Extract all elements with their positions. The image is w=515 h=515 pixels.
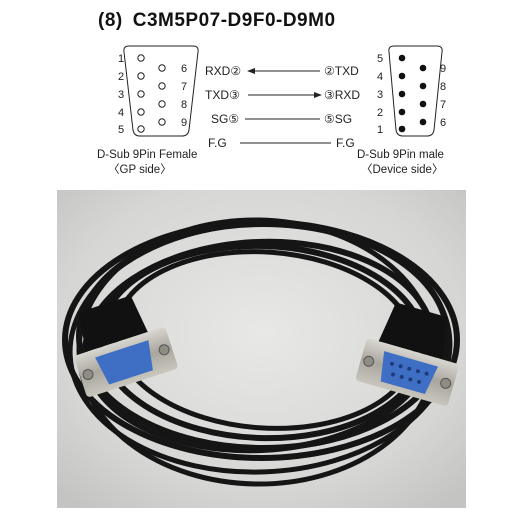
male-blue-insert — [95, 340, 153, 385]
screw-icon — [158, 344, 170, 356]
female-pin-label: 2 — [118, 71, 124, 83]
female-hood — [378, 302, 448, 360]
female-caption-side: 〈GP side〉 — [108, 163, 172, 176]
male-pin-label: 5 — [377, 53, 383, 65]
right-signal-sg: ⑤SG — [324, 112, 352, 126]
page-title: (8) C3M5P07-D9F0-D9M0 — [98, 10, 336, 32]
female-pin-label: 9 — [181, 117, 187, 129]
screw-icon — [82, 369, 94, 381]
right-signal-rxd: ③RXD — [324, 88, 360, 102]
female-pin-label: 5 — [118, 124, 124, 136]
male-pin-label: 4 — [377, 71, 383, 83]
wiring-diagram: 1 2 3 4 5 6 7 8 9 D-Sub 9Pin Female 〈GP … — [97, 45, 446, 176]
arrow-left-icon — [247, 68, 255, 74]
cable-model: C3M5P07-D9F0-D9M0 — [132, 10, 336, 31]
male-connector-shell — [388, 45, 443, 137]
left-signal-rxd: RXD② — [205, 64, 241, 78]
left-signal-txd: TXD③ — [205, 88, 240, 102]
female-pin-holes — [137, 54, 166, 133]
male-pin-label: 2 — [377, 107, 383, 119]
male-pin-label: 1 — [377, 124, 383, 136]
female-pin-label: 8 — [181, 99, 187, 111]
female-pin-label: 4 — [118, 107, 124, 119]
female-socket-holes — [389, 361, 429, 384]
female-pin-label: 3 — [118, 89, 124, 101]
male-caption: D-Sub 9Pin male — [357, 149, 444, 161]
female-caption: D-Sub 9Pin Female — [97, 149, 197, 161]
arrow-right-icon — [314, 92, 322, 98]
female-pin-label: 1 — [118, 53, 124, 65]
male-pins — [398, 54, 427, 133]
left-signal-sg: SG⑤ — [211, 112, 239, 126]
male-pin-label: 8 — [440, 81, 446, 93]
screw-icon — [440, 377, 452, 389]
male-pin-label: 9 — [440, 63, 446, 75]
female-connector: 1 2 3 4 5 6 7 8 9 D-Sub 9Pin Female 〈GP … — [97, 45, 199, 176]
cable-photo — [57, 190, 466, 508]
female-pin-label: 7 — [181, 81, 187, 93]
male-db9-connector-photo — [74, 295, 178, 397]
male-caption-side: 〈Device side〉 — [361, 163, 443, 176]
female-db9-connector-photo — [355, 302, 459, 406]
female-blue-insert — [380, 351, 438, 395]
wiring-lines: RXD② ②TXD TXD③ ③RXD SG⑤ ⑤SG F.G F.G — [205, 64, 360, 150]
figure-number: (8) — [98, 10, 123, 31]
female-pin-label: 6 — [181, 63, 187, 75]
male-pin-label: 7 — [440, 99, 446, 111]
male-pin-label: 6 — [440, 117, 446, 129]
screw-icon — [363, 355, 375, 367]
male-connector: 5 4 3 2 1 9 8 7 6 D-Sub 9Pin male 〈Devic… — [357, 45, 446, 176]
right-signal-fg: F.G — [336, 136, 355, 150]
male-pin-label: 3 — [377, 89, 383, 101]
female-connector-shell — [123, 45, 199, 137]
male-hood — [78, 295, 148, 353]
right-signal-txd: ②TXD — [324, 64, 359, 78]
left-signal-fg: F.G — [208, 136, 227, 150]
